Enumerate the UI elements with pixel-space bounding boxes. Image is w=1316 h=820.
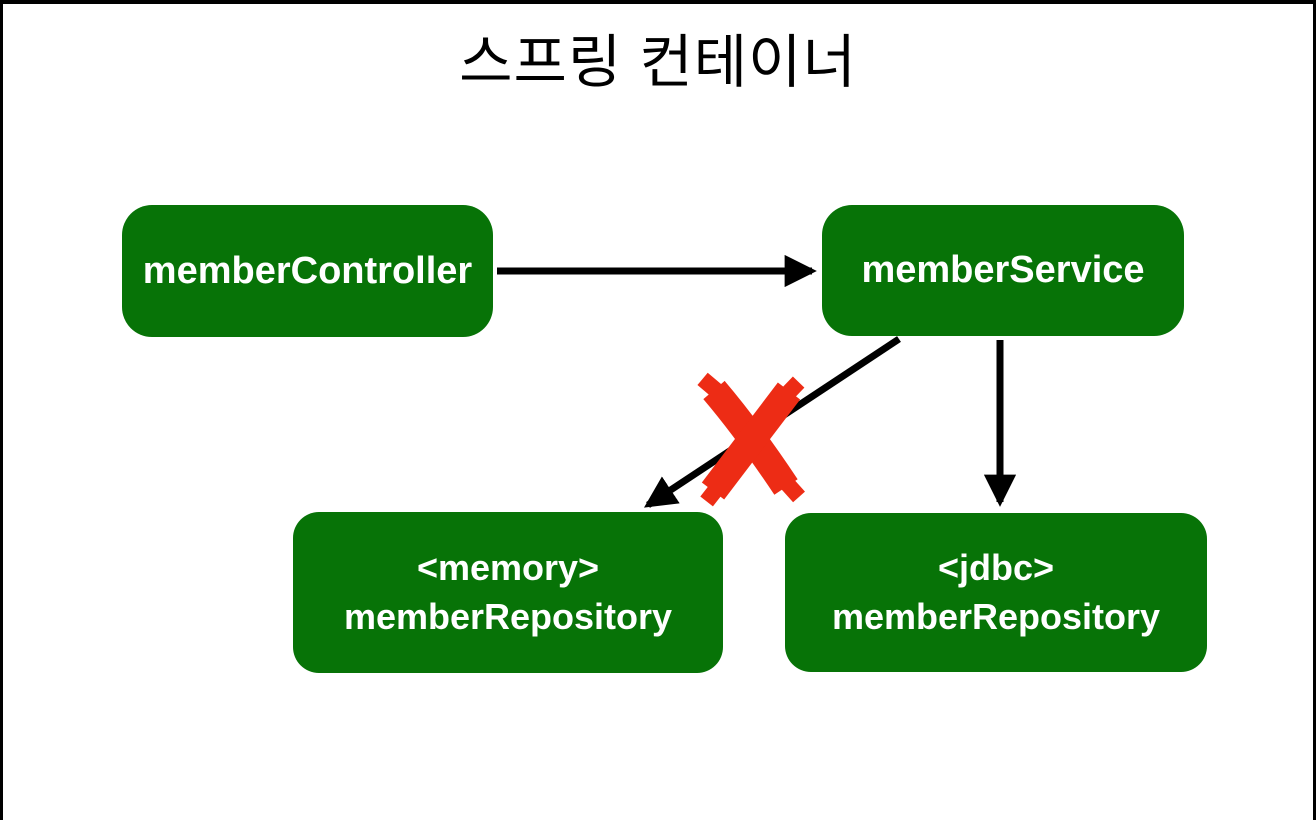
node-jdbc-repository-stereotype: <jdbc> — [937, 546, 1055, 588]
node-memory-member-repository: <memory> memberRepository — [293, 512, 723, 673]
page-title: 스프링 컨테이너 — [459, 30, 857, 95]
node-member-controller-label: memberController — [142, 249, 473, 292]
node-member-service: memberService — [822, 205, 1184, 336]
cross-out-x-icon — [697, 372, 805, 507]
node-jdbc-member-repository: <jdbc> memberRepository — [785, 513, 1207, 672]
node-memory-repository-stereotype: <memory> — [416, 546, 600, 588]
node-memory-repository-label: memberRepository — [343, 595, 673, 637]
node-member-service-label: memberService — [861, 249, 1145, 291]
node-jdbc-repository-label: memberRepository — [831, 595, 1161, 637]
node-member-controller: memberController — [122, 205, 493, 337]
